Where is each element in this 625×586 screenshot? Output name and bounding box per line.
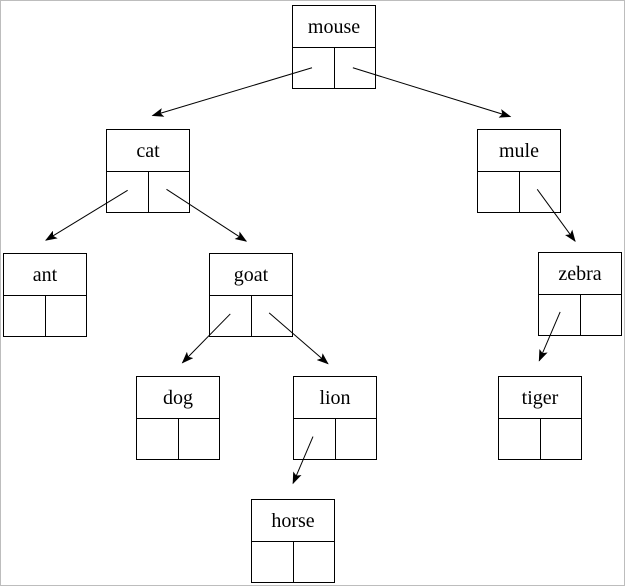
right-pointer-cell-dog [179, 419, 220, 459]
pointer-cells-dog [137, 419, 219, 459]
tree-node-dog: dog [136, 376, 220, 460]
pointer-cells-ant [4, 296, 86, 336]
node-label-tiger: tiger [499, 377, 581, 419]
tree-node-mule: mule [477, 129, 561, 213]
left-pointer-cell-tiger [499, 419, 541, 459]
pointer-cells-mouse [293, 48, 375, 88]
right-pointer-cell-mouse [335, 48, 376, 88]
node-label-cat: cat [107, 130, 189, 172]
right-pointer-cell-goat [252, 296, 293, 336]
right-pointer-cell-ant [46, 296, 87, 336]
node-label-mule: mule [478, 130, 560, 172]
pointer-cells-lion [294, 419, 376, 459]
right-pointer-cell-lion [336, 419, 377, 459]
node-label-ant: ant [4, 254, 86, 296]
node-label-horse: horse [252, 500, 334, 542]
tree-node-tiger: tiger [498, 376, 582, 460]
left-pointer-cell-zebra [539, 295, 581, 335]
left-pointer-cell-goat [210, 296, 252, 336]
left-pointer-cell-dog [137, 419, 179, 459]
right-pointer-cell-horse [294, 542, 335, 582]
node-label-mouse: mouse [293, 6, 375, 48]
pointer-cells-mule [478, 172, 560, 212]
tree-node-lion: lion [293, 376, 377, 460]
right-pointer-cell-cat [149, 172, 190, 212]
right-pointer-cell-tiger [541, 419, 582, 459]
node-label-goat: goat [210, 254, 292, 296]
tree-node-mouse: mouse [292, 5, 376, 89]
pointer-cells-zebra [539, 295, 621, 335]
left-pointer-cell-horse [252, 542, 294, 582]
pointer-cells-goat [210, 296, 292, 336]
left-pointer-cell-cat [107, 172, 149, 212]
tree-node-goat: goat [209, 253, 293, 337]
tree-node-cat: cat [106, 129, 190, 213]
left-pointer-cell-mouse [293, 48, 335, 88]
pointer-cells-tiger [499, 419, 581, 459]
tree-node-zebra: zebra [538, 252, 622, 336]
node-label-lion: lion [294, 377, 376, 419]
tree-node-horse: horse [251, 499, 335, 583]
node-label-dog: dog [137, 377, 219, 419]
left-pointer-cell-lion [294, 419, 336, 459]
right-pointer-cell-mule [520, 172, 561, 212]
pointer-cells-horse [252, 542, 334, 582]
node-label-zebra: zebra [539, 253, 621, 295]
pointer-cells-cat [107, 172, 189, 212]
tree-node-ant: ant [3, 253, 87, 337]
left-pointer-cell-mule [478, 172, 520, 212]
left-pointer-cell-ant [4, 296, 46, 336]
right-pointer-cell-zebra [581, 295, 622, 335]
